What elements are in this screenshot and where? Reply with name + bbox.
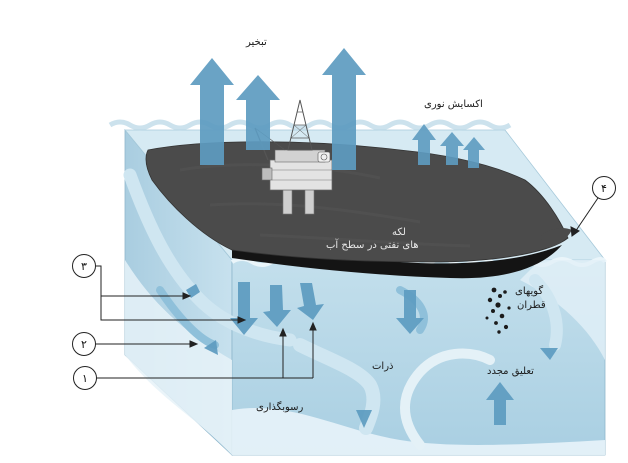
label-evaporation: تبخیر bbox=[246, 37, 267, 48]
label-sedimentation: رسوبگذاری bbox=[256, 402, 303, 413]
callout-1: ۱ bbox=[73, 366, 97, 390]
callout-4: ۴ bbox=[592, 176, 616, 200]
callout-2: ۲ bbox=[72, 332, 96, 356]
label-resuspension: تعلیق مجدد bbox=[487, 366, 534, 377]
callout-3: ۳ bbox=[72, 254, 96, 278]
label-particles: ذرات bbox=[372, 361, 393, 372]
label-slick: لکه bbox=[392, 227, 406, 238]
label-photo-oxidation: اکسایش نوری bbox=[424, 99, 483, 110]
label-tar-balls-1: گویهای bbox=[515, 286, 543, 297]
surface-wave bbox=[110, 122, 510, 128]
label-tar-balls-2: قطران bbox=[517, 300, 546, 311]
label-slick-line2: های نفتی در سطح آب bbox=[326, 240, 419, 251]
